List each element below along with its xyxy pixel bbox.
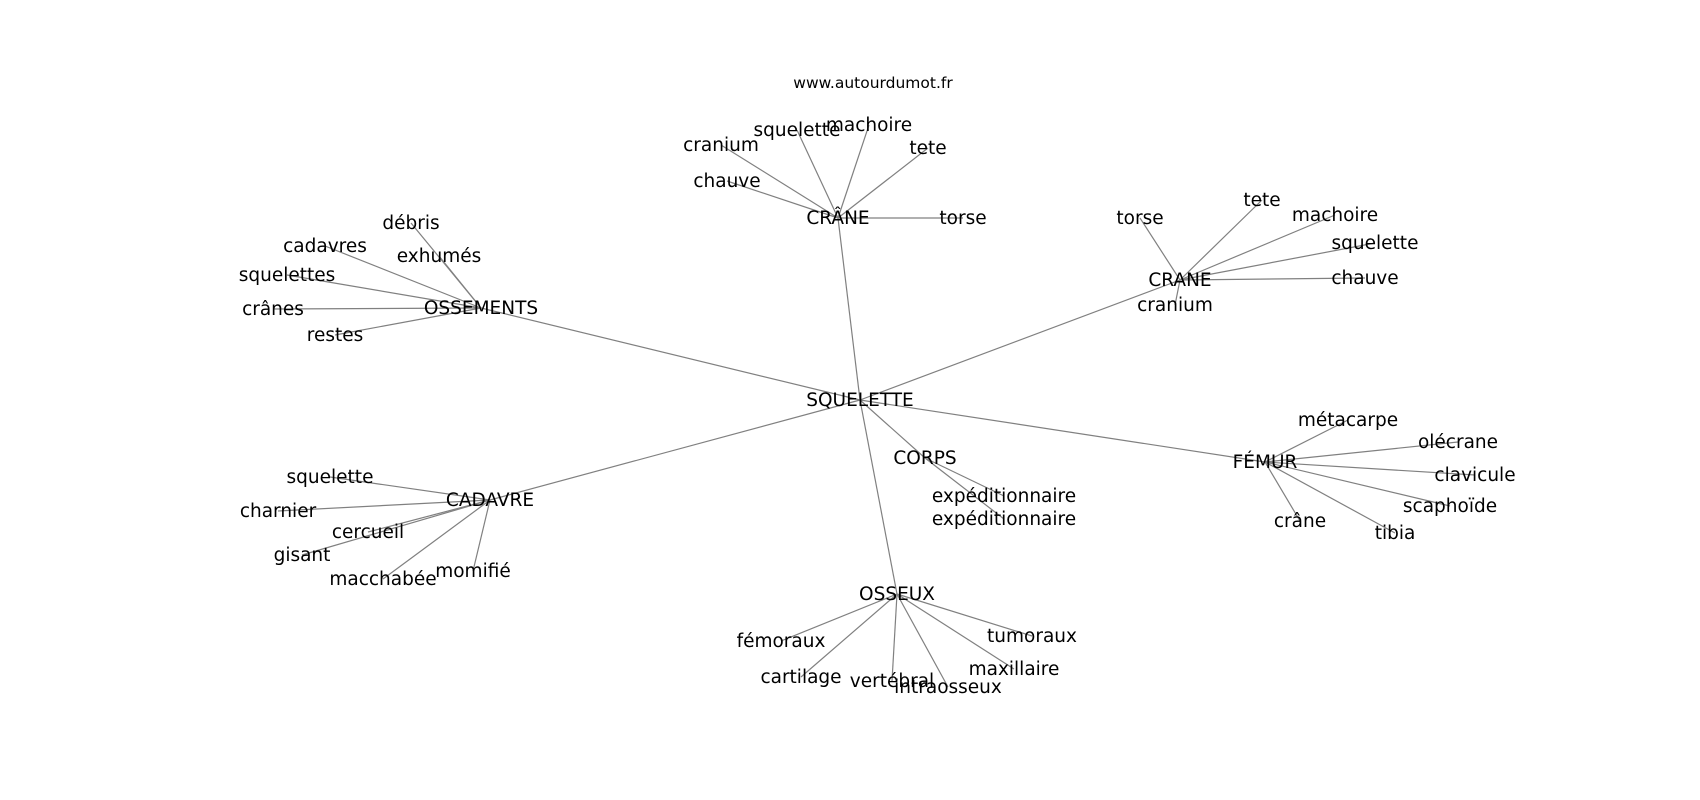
word-node: torse [1116, 208, 1163, 229]
word-node: cranium [683, 135, 759, 156]
word-node: exhumés [397, 246, 482, 267]
word-node: cadavres [283, 236, 367, 257]
edge-hub-to-word [286, 274, 482, 309]
word-node: cartilage [760, 667, 841, 688]
edge-hub-to-word [1179, 199, 1263, 281]
word-node: expéditionnaire [932, 486, 1076, 507]
word-node: chauve [1331, 268, 1398, 289]
edge-hub-to-word [837, 124, 870, 219]
edge-hub-to-word [896, 593, 949, 688]
word-node: fémoraux [737, 631, 826, 652]
edge-hub-to-word [277, 499, 491, 512]
word-node: gisant [274, 545, 331, 566]
edge-hub-to-word [780, 593, 898, 642]
edge-hub-to-word [334, 307, 482, 336]
edge-hub-to-word [896, 593, 1015, 670]
graph-labels: SQUELETTECRÂNEcraniumsquelettemachoirete… [239, 115, 1516, 698]
edge-hub-to-word [796, 129, 839, 219]
center-node: SQUELETTE [806, 390, 914, 411]
edge-hub-to-word [438, 255, 482, 309]
edge-center-to-hub [837, 217, 861, 401]
edge-center-to-hub [859, 399, 898, 595]
word-node: tete [909, 138, 946, 159]
edge-hub-to-word [891, 593, 898, 682]
word-node: crânes [242, 299, 304, 320]
word-node: olécrane [1418, 432, 1498, 453]
hub-node: CRÂNE [806, 207, 869, 229]
edge-hub-to-word [720, 144, 839, 219]
edge-hub-to-word [1264, 441, 1459, 463]
word-node: cranium [1137, 295, 1213, 316]
word-node: métacarpe [1298, 410, 1398, 431]
word-node: intraosseux [894, 677, 1002, 698]
word-node: débris [382, 213, 439, 234]
word-node: squelette [287, 467, 374, 488]
edge-hub-to-word [324, 245, 482, 309]
edge-hub-to-word [1179, 242, 1376, 281]
word-node: macchabée [329, 569, 436, 590]
edge-hub-to-word [924, 457, 1005, 520]
edge-center-to-hub [480, 307, 861, 401]
word-node: momifié [435, 561, 511, 582]
word-node: restes [307, 325, 364, 346]
word-node: torse [939, 208, 986, 229]
site-label: www.autourdumot.fr [793, 74, 953, 92]
edge-hub-to-word [924, 457, 1005, 497]
hub-node: CRANE [1148, 270, 1211, 291]
word-node: scaphoïde [1403, 496, 1497, 517]
edge-hub-to-word [1264, 461, 1451, 507]
word-node: machoire [826, 115, 912, 136]
edge-hub-to-word [896, 593, 1033, 637]
word-node: tibia [1375, 523, 1416, 544]
word-node: squelette [1332, 233, 1419, 254]
edge-hub-to-word [472, 499, 491, 572]
edge-hub-to-word [1174, 279, 1181, 306]
edge-center-to-hub [859, 279, 1181, 401]
edge-center-to-hub [489, 399, 861, 501]
word-node: squelette [754, 120, 841, 141]
word-node: chauve [693, 171, 760, 192]
edge-hub-to-word [329, 476, 491, 501]
word-node: crâne [1274, 511, 1326, 532]
hub-node: OSSEUX [859, 584, 935, 605]
word-node: squelettes [239, 265, 336, 286]
edge-hub-to-word [800, 593, 898, 678]
edge-center-to-hub [859, 399, 1266, 463]
hub-node: CADAVRE [446, 490, 534, 511]
edge-hub-to-word [1264, 461, 1396, 534]
edge-hub-to-word [1264, 461, 1301, 522]
edge-hub-to-word [1179, 277, 1366, 281]
edge-hub-to-word [726, 180, 839, 219]
hub-node: FÉMUR [1233, 451, 1298, 473]
edge-hub-to-word [837, 147, 929, 219]
word-node: maxillaire [969, 659, 1060, 680]
edge-hub-to-word [301, 499, 491, 556]
hub-node: OSSEMENTS [424, 298, 538, 319]
edge-hub-to-word [382, 499, 491, 580]
word-node: cercueil [332, 522, 404, 543]
word-node: expéditionnaire [932, 509, 1076, 530]
word-node: charnier [240, 501, 317, 522]
edge-hub-to-word [1264, 419, 1349, 463]
word-node: clavicule [1434, 465, 1515, 486]
edge-hub-to-word [1139, 217, 1181, 281]
word-node: tete [1243, 190, 1280, 211]
hub-node: CORPS [893, 448, 956, 469]
word-node: tumoraux [987, 626, 1077, 647]
word-node: vertébral [850, 671, 934, 692]
edge-hub-to-word [272, 307, 482, 310]
edge-center-to-hub [859, 399, 926, 459]
edge-hub-to-word [1264, 461, 1476, 476]
graph-edges [272, 124, 1476, 688]
edge-hub-to-word [1179, 214, 1336, 281]
word-node: machoire [1292, 205, 1378, 226]
